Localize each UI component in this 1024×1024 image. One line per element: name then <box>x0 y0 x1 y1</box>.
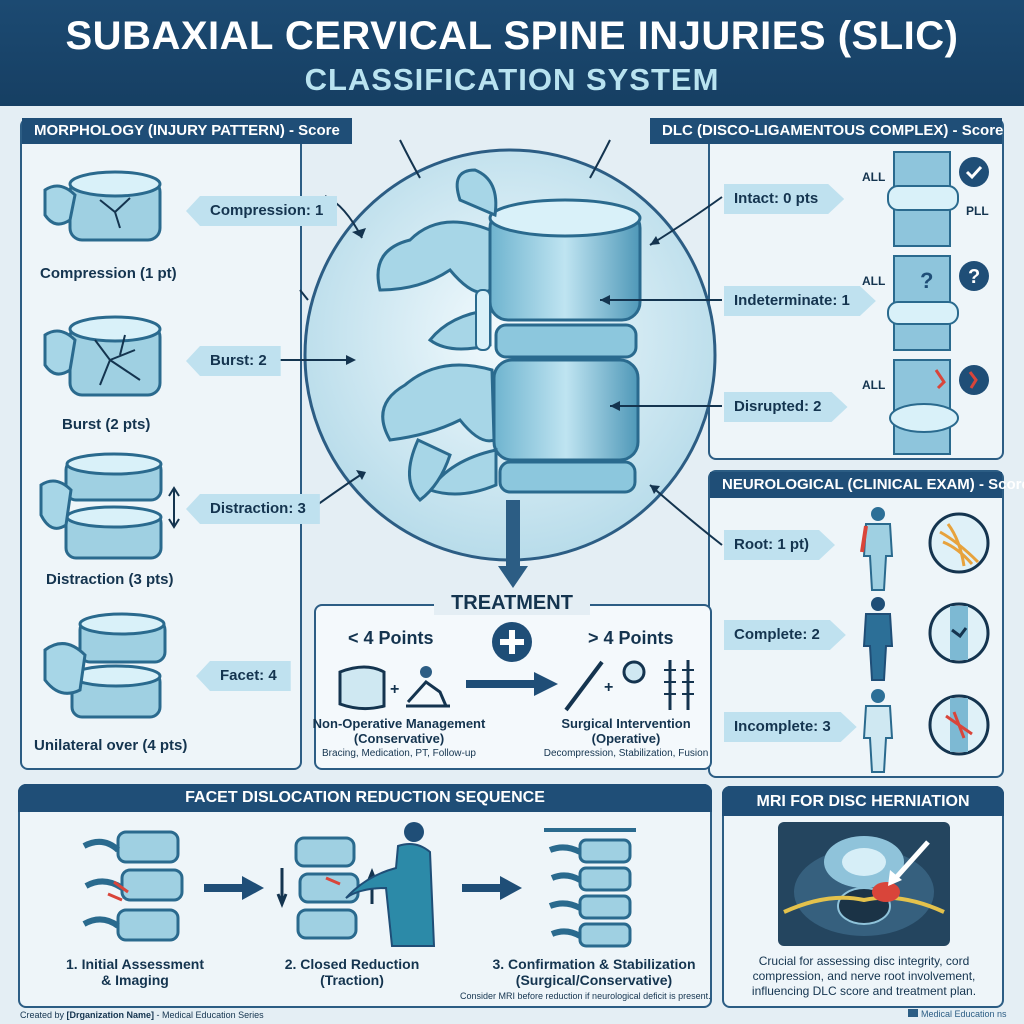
dlc-intact-pll-label: PLL <box>966 204 989 218</box>
footer-right-credit: Medical Education ns <box>908 1009 1007 1019</box>
footer-logo-icon <box>908 1009 918 1017</box>
step-1-line2: & Imaging <box>101 972 169 988</box>
step-2-line1: 2. Closed Reduction <box>284 956 420 972</box>
mri-scan-image <box>778 822 950 946</box>
neck-brace-icon: + <box>338 665 450 711</box>
dlc-disrupted-all-label: ALL <box>862 378 886 392</box>
body-complete-icon <box>862 597 894 681</box>
step-3-line1: 3. Confirmation & Stabilization <box>492 956 696 972</box>
check-icon <box>959 157 989 187</box>
neurological-heading: NEUROLOGICAL (CLINICAL EXAM) - Score <box>710 472 1024 498</box>
mri-heading: MRI FOR DISC HERNIATION <box>756 793 970 810</box>
svg-text:+: + <box>604 679 613 696</box>
distraction-tag: Distraction: 3 <box>186 494 320 524</box>
treatment-right-detail: Decompression, Stabilization, Fusion <box>543 748 709 759</box>
distraction-caption: Distraction (3 pts) <box>46 571 174 588</box>
stabilization-spine-icon <box>544 828 636 948</box>
dlc-disrupted-ligament-icon <box>889 359 959 455</box>
page-subtitle: CLASSIFICATION SYSTEM <box>304 62 720 97</box>
mri-description-2: compression, and nerve root involvement, <box>752 969 976 983</box>
footer-created-prefix: Created by <box>20 1010 67 1020</box>
cord-complete-zoom-icon <box>928 602 990 664</box>
burst-caption: Burst (2 pts) <box>62 416 151 433</box>
footer-organization: [Drganization Name] <box>66 1010 155 1020</box>
step-1-line1: 1. Initial Assessment <box>66 956 204 972</box>
treatment-left-title-1: Non-Operative Management <box>312 716 486 731</box>
sequence-arrow-1 <box>204 876 264 900</box>
burst-vertebra-icon <box>43 315 162 397</box>
facet-reduction-heading: FACET DISLOCATION REDUCTION SEQUENCE <box>185 789 545 806</box>
body-root-icon <box>860 507 894 591</box>
treatment-left-detail: Bracing, Medication, PT, Follow-up <box>322 748 476 759</box>
morphology-heading: MORPHOLOGY (INJURY PATTERN) - Score <box>22 118 352 144</box>
distraction-vertebra-icon <box>39 452 180 560</box>
facet-reduction-header-bar <box>18 784 712 812</box>
neuro-incomplete-tag: Incomplete: 3 <box>724 712 857 742</box>
header-banner: SUBAXIAL CERVICAL SPINE INJURIES (SLIC) … <box>0 0 1024 106</box>
footer-credit: Created by [Drganization Name] - Medical… <box>20 1010 264 1020</box>
treatment-right-points: > 4 Points <box>588 628 674 648</box>
nerve-root-zoom-icon <box>928 512 990 574</box>
burst-tag: Burst: 2 <box>186 346 281 376</box>
cord-incomplete-zoom-icon <box>928 694 990 756</box>
treatment-flow-arrow <box>466 672 558 696</box>
mri-header-bar <box>722 786 1004 816</box>
page-title: SUBAXIAL CERVICAL SPINE INJURIES (SLIC) <box>65 14 959 58</box>
sequence-arrow-2 <box>462 876 522 900</box>
dlc-intact-ligament-icon <box>887 151 959 247</box>
mri-description-3: influencing DLC score and treatment plan… <box>751 984 977 998</box>
step-3-line2: (Surgical/Conservative) <box>515 972 673 988</box>
step-2-line2: (Traction) <box>320 972 384 988</box>
dlc-intact-tag: Intact: 0 pts <box>724 184 844 214</box>
treatment-right-title-2: (Operative) <box>591 731 661 746</box>
treatment-left-points: < 4 Points <box>348 628 434 648</box>
body-incomplete-icon <box>862 689 894 773</box>
compression-vertebra-icon <box>43 170 162 242</box>
facet-reduction-note: Consider MRI before reduction if neurolo… <box>460 991 711 1001</box>
treatment-right-title-1: Surgical Intervention <box>561 716 691 731</box>
svg-text:+: + <box>390 681 399 698</box>
mri-description-1: Crucial for assessing disc integrity, co… <box>758 954 970 968</box>
dlc-indeterminate-all-label: ALL <box>862 274 886 288</box>
initial-assessment-spine-icon <box>82 830 184 942</box>
facet-vertebra-icon <box>43 612 167 719</box>
closed-reduction-icon <box>276 822 436 947</box>
broken-ligament-icon <box>959 365 989 395</box>
dlc-indeterminate-ligament-icon: ? <box>887 255 959 351</box>
question-icon: ? <box>959 261 989 291</box>
facet-caption: Unilateral over (4 pts) <box>34 737 188 754</box>
footer-right-text: Medical Education ns <box>921 1009 1007 1019</box>
plus-icon <box>492 622 532 662</box>
facet-tag: Facet: 4 <box>196 661 291 691</box>
dlc-heading: DLC (DISCO-LIGAMENTOUS COMPLEX) - Score <box>650 118 1003 144</box>
compression-caption: Compression (1 pt) <box>40 265 177 282</box>
dlc-disrupted-tag: Disrupted: 2 <box>724 392 848 422</box>
compression-tag: Compression: 1 <box>186 196 338 226</box>
surgical-tools-icon: + <box>564 660 694 712</box>
treatment-heading: TREATMENT <box>434 592 590 615</box>
dlc-intact-all-label: ALL <box>862 170 886 184</box>
svg-text:?: ? <box>920 268 933 293</box>
footer-series: - Medical Education Series <box>154 1010 264 1020</box>
treatment-left-title-2: (Conservative) <box>353 731 445 746</box>
neuro-root-tag: Root: 1 pt) <box>724 530 835 560</box>
svg-text:?: ? <box>968 266 980 288</box>
neuro-complete-tag: Complete: 2 <box>724 620 846 650</box>
dlc-indeterminate-tag: Indeterminate: 1 <box>724 286 876 316</box>
